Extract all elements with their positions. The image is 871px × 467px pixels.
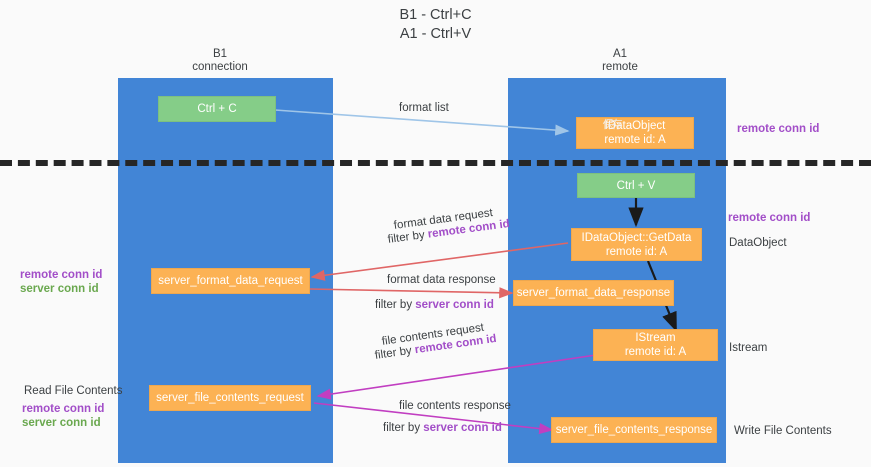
edge-label-format-list: format list (399, 102, 449, 114)
annotation-remote-conn-id-top: remote conn id (737, 123, 820, 135)
node-server-format-data-response-label: server_format_data_response (516, 287, 671, 299)
phase-divider (0, 160, 871, 166)
annotation-read-file-contents: Read File Contents (24, 385, 123, 397)
node-istream-remote-id: remote id: A (624, 346, 687, 358)
annotation-remote-conn-id-mid: remote conn id (728, 212, 811, 224)
page-title: B1 - Ctrl+C A1 - Ctrl+V (0, 6, 871, 44)
node-istream[interactable]: IStream remote id: A (593, 329, 718, 361)
node-server-format-data-request[interactable]: server_format_data_request (151, 268, 310, 294)
edge-label-file-contents-response-filter: filter by server conn id (383, 421, 502, 436)
node-server-format-data-response[interactable]: server_format_data_response (513, 280, 674, 306)
node-idataobject-getdata[interactable]: IDataObject::GetData remote id: A (571, 228, 702, 261)
node-idataobject-label: IDataObject 保存 (602, 119, 666, 132)
annotation-dataobject: DataObject (729, 237, 787, 249)
annotation-left-conn-ids-bottom: remote conn id server conn id (22, 402, 104, 430)
edge-label-format-data-response-filter: filter by server conn id (375, 298, 494, 313)
node-server-file-contents-response-label: server_file_contents_response (555, 424, 713, 436)
annotation-left-remote-conn-id-mid: remote conn id (20, 269, 103, 281)
node-idataobject-remote-id: remote id: A (604, 134, 666, 146)
edge-label-format-data-response: format data response (387, 274, 496, 286)
column-header-b1-role: connection (192, 61, 248, 73)
filter-prefix: filter by (375, 299, 416, 311)
edge-label-file-contents-response: file contents response (399, 400, 511, 412)
annotation-left-remote-conn-id-bottom: remote conn id (22, 403, 105, 415)
filter-prefix: filter by (374, 344, 416, 362)
node-ctrl-v[interactable]: Ctrl + V (577, 173, 695, 198)
node-getdata-label: IDataObject::GetData (581, 231, 692, 244)
node-server-file-contents-request[interactable]: server_file_contents_request (149, 385, 311, 411)
arrow-format-data-response (309, 287, 514, 299)
filter-key-server-conn-id: server conn id (423, 422, 502, 434)
annotation-left-server-conn-id-mid: server conn id (20, 283, 99, 295)
column-header-b1: B1 connection (140, 48, 300, 74)
node-server-file-contents-request-label: server_file_contents_request (156, 392, 304, 404)
node-idataobject-overlay-glyphs: 保存 (602, 119, 623, 131)
annotation-istream: Istream (729, 342, 768, 354)
node-getdata-remote-id: remote id: A (605, 245, 668, 258)
column-header-a1-name: A1 (612, 48, 628, 60)
column-header-a1: A1 remote (540, 48, 700, 74)
filter-key-server-conn-id: server conn id (415, 299, 494, 311)
node-idataobject[interactable]: IDataObject 保存 remote id: A (576, 117, 694, 149)
annotation-left-conn-ids-mid: remote conn id server conn id (20, 268, 102, 296)
node-server-file-contents-response[interactable]: server_file_contents_response (551, 417, 717, 443)
node-istream-label: IStream (635, 332, 676, 344)
filter-prefix: filter by (387, 228, 429, 246)
node-server-format-data-request-label: server_format_data_request (158, 275, 303, 287)
filter-prefix: filter by (383, 422, 424, 434)
page-title-line-2: A1 - Ctrl+V (399, 26, 472, 42)
node-ctrl-c[interactable]: Ctrl + C (158, 96, 276, 122)
node-ctrl-v-label: Ctrl + V (616, 179, 656, 192)
column-header-a1-role: remote (602, 61, 638, 73)
column-header-b1-name: B1 (212, 48, 228, 60)
node-ctrl-c-label: Ctrl + C (197, 103, 237, 115)
page-title-line-1: B1 - Ctrl+C (399, 7, 472, 23)
annotation-left-server-conn-id-bottom: server conn id (22, 417, 101, 429)
annotation-write-file-contents: Write File Contents (734, 425, 832, 437)
